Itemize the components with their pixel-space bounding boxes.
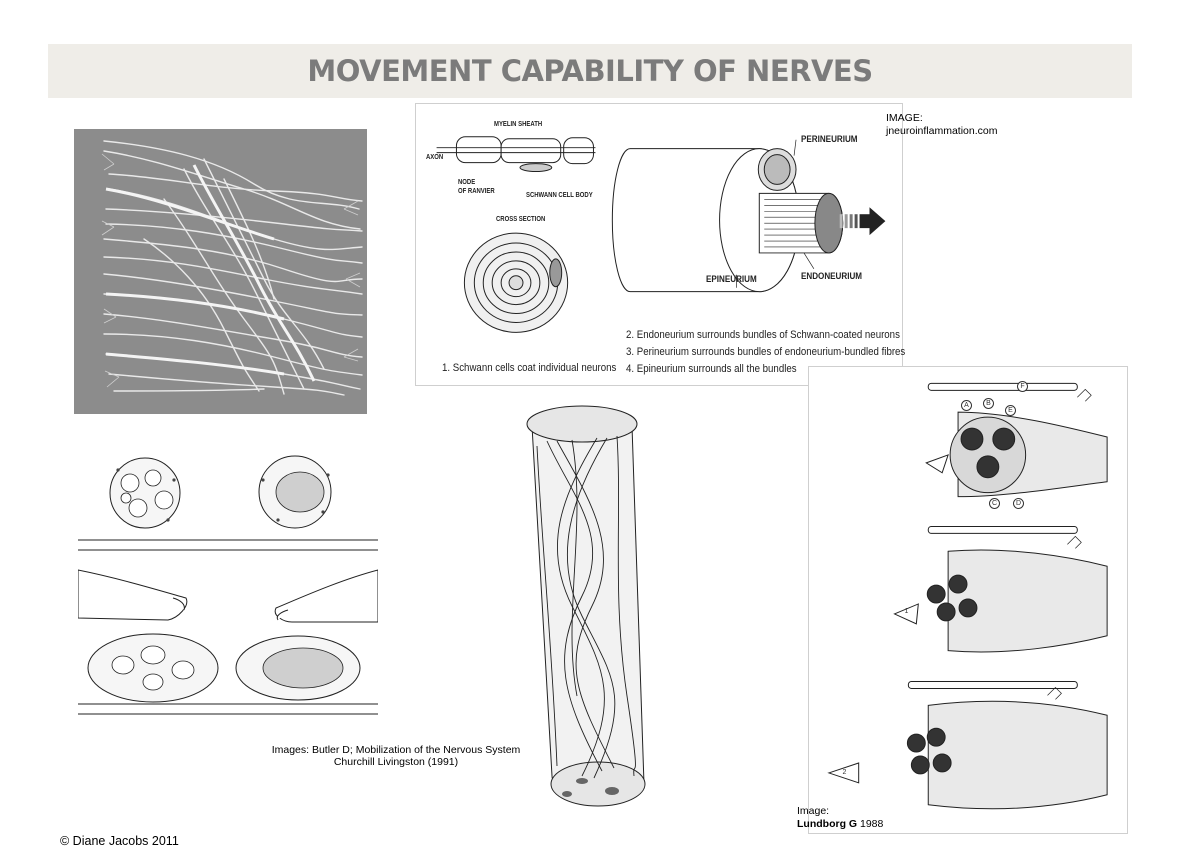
nerve-compression-drawing (78, 455, 378, 715)
lundborg-figure: A B C D E F 1 2 (808, 366, 1128, 834)
credit-lundborg-line1: Image: (797, 805, 830, 817)
twisted-fascicles-drawing (526, 405, 646, 807)
credit-top-line2: jneuroinflammation.com (886, 125, 998, 137)
caption-1: 1. Schwann cells coat individual neurons (442, 362, 617, 374)
caption-4: 4. Epineurium surrounds all the bundles (626, 363, 797, 375)
node-label-line1: NODE (458, 179, 476, 186)
axon-label: AXON (426, 154, 444, 161)
copyright-notice: © Diane Jacobs 2011 (60, 834, 179, 848)
nerve-structure-drawing (436, 136, 886, 333)
nerve-compression-figure (78, 450, 378, 720)
schwann-cell-body-label: SCHWANN CELL BODY (526, 192, 593, 199)
lundborg-drawing (827, 382, 1108, 810)
credit-lundborg-year: 1988 (857, 818, 884, 830)
lundborg-marker-e: E (1005, 405, 1016, 416)
image-credit-butler: Images: Butler D; Mobilization of the Ne… (262, 744, 530, 768)
caption-2: 2. Endoneurium surrounds bundles of Schw… (626, 329, 900, 341)
caption-3: 3. Perineurium surrounds bundles of endo… (626, 346, 906, 358)
title-band: MOVEMENT CAPABILITY OF NERVES (48, 44, 1132, 98)
endoneurium-label: ENDONEURIUM (801, 271, 863, 282)
nerve-fibers-drawing (101, 140, 363, 396)
node-label-line2: OF RANVIER (458, 188, 495, 195)
page-title: MOVEMENT CAPABILITY OF NERVES (307, 54, 873, 88)
credit-butler-line1: Images: Butler D; Mobilization of the Ne… (271, 744, 521, 756)
image-credit-top: IMAGE: jneuroinflammation.com (886, 112, 997, 138)
twisted-fascicles-figure (522, 396, 650, 818)
nerve-structure-figure: MYELIN SHEATH AXON NODE OF RANVIER SCHWA… (415, 103, 906, 386)
lundborg-marker-a: A (961, 400, 972, 411)
lundborg-arrow-2-label: 2 (842, 769, 847, 776)
credit-lundborg-line2: Lundborg G 1988 (797, 818, 883, 831)
image-credit-lundborg: Image: Lundborg G 1988 (797, 805, 883, 831)
lundborg-marker-b: B (983, 398, 994, 409)
lundborg-marker-d: D (1013, 498, 1024, 509)
epineurium-label: EPINEURIUM (706, 274, 757, 285)
credit-top-line1: IMAGE: (886, 112, 923, 124)
lundborg-marker-c: C (989, 498, 1000, 509)
perineurium-label: PERINEURIUM (801, 134, 858, 145)
cross-section-label: CROSS SECTION (496, 216, 546, 223)
myelin-sheath-label: MYELIN SHEATH (494, 121, 543, 128)
credit-lundborg-author: Lundborg G (797, 818, 858, 830)
lundborg-marker-f: F (1017, 381, 1028, 392)
credit-butler-line2: Churchill Livingston (1991) (333, 756, 459, 768)
lundborg-arrow-1-label: 1 (904, 608, 909, 615)
nerve-fibers-figure (74, 129, 367, 414)
